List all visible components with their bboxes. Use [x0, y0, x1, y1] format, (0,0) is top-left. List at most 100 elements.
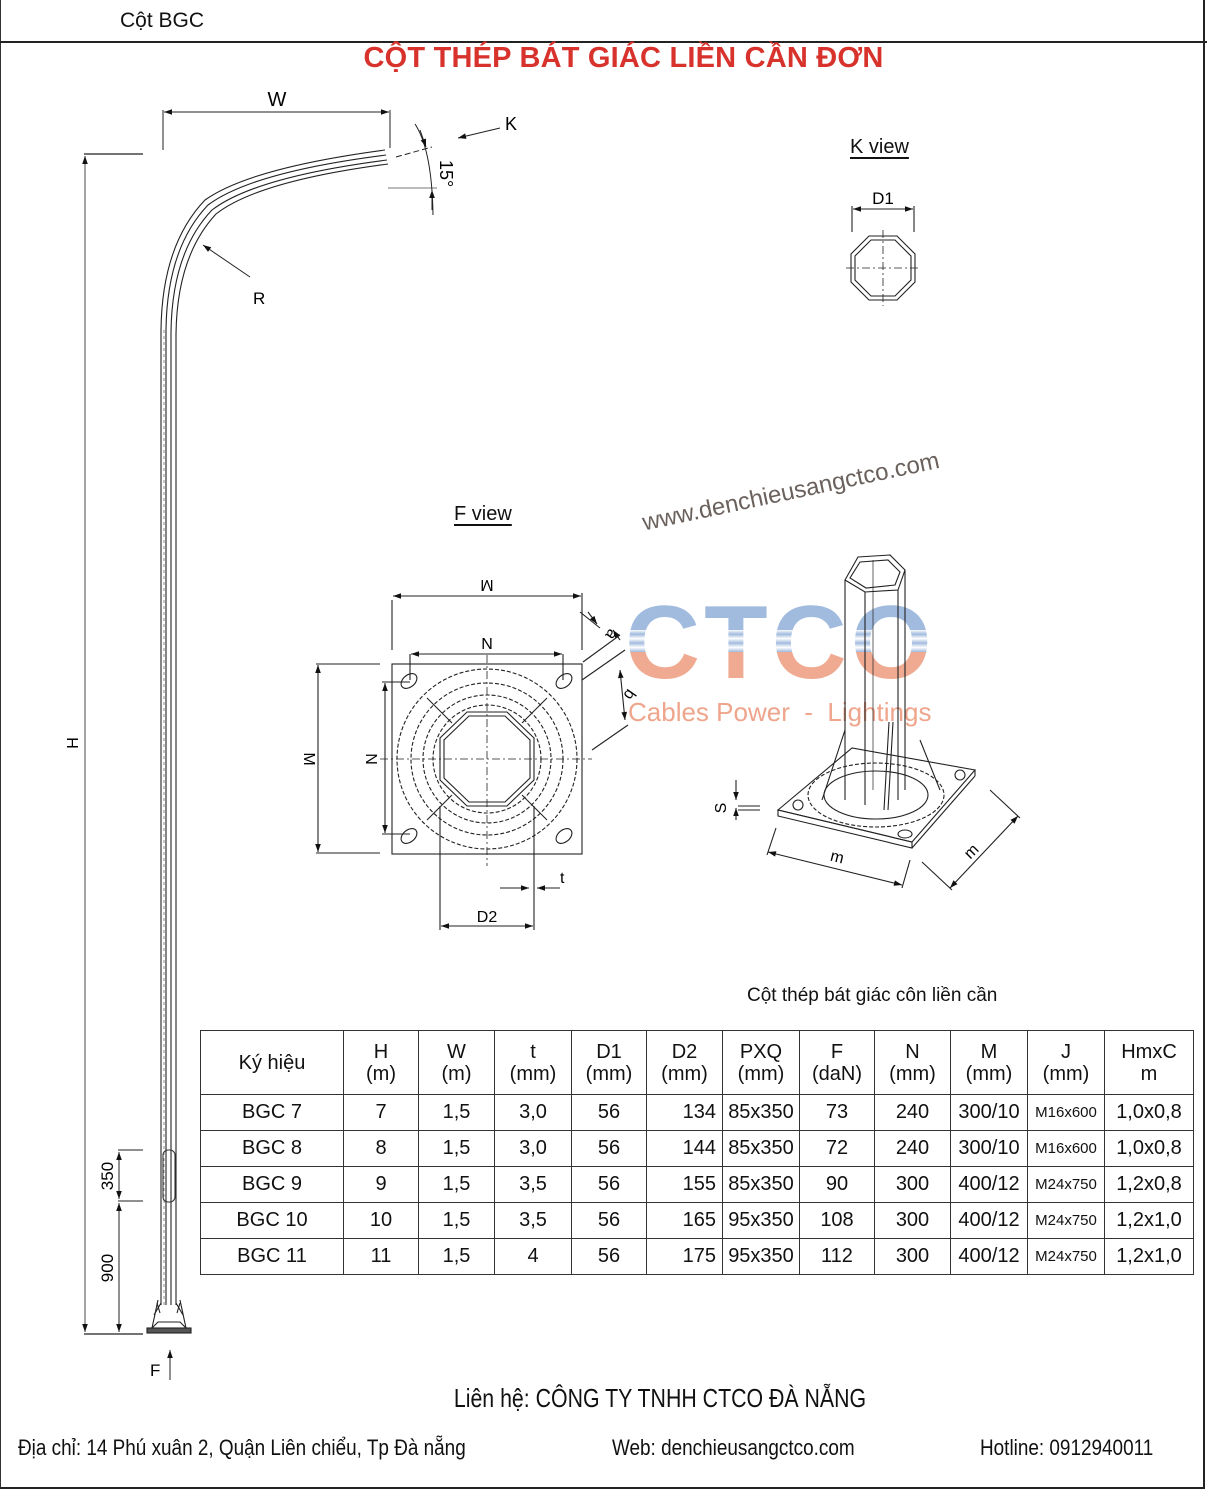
- k-view-octagon: [846, 206, 920, 306]
- cell: 144: [646, 1130, 723, 1167]
- cell: 1,2x0,8: [1104, 1166, 1194, 1203]
- cell: 108: [799, 1202, 875, 1239]
- iso-m2-label: m: [961, 841, 982, 862]
- cell: 300/10: [950, 1130, 1028, 1167]
- cell: 400/12: [950, 1202, 1028, 1239]
- page-title: CỘT THÉP BÁT GIÁC LIỀN CẦN ĐƠN: [363, 42, 884, 74]
- k-arrow-label: K: [505, 114, 517, 134]
- cell: 240: [874, 1130, 951, 1167]
- iso-s-label: S: [713, 803, 730, 814]
- cell: 3,0: [494, 1094, 572, 1131]
- table-row: BGC 8 8 1,5 3,0 56 144 85x350 72 240 300…: [200, 1130, 1194, 1167]
- f-view-m-left-label: M: [300, 752, 317, 765]
- cell: 3,5: [494, 1202, 572, 1239]
- cell: 1,2x1,0: [1104, 1202, 1194, 1239]
- f-view-baseplate: [315, 593, 629, 930]
- cell: 90: [799, 1166, 875, 1203]
- cell: 85x350: [722, 1130, 800, 1167]
- header-pxq: PXQ(mm): [722, 1030, 800, 1095]
- pole-side-view: [146, 149, 389, 1334]
- header-m: M(mm): [950, 1030, 1028, 1095]
- cell: 300: [874, 1166, 951, 1203]
- watermark-logo: CTCO: [625, 585, 936, 701]
- header-ky-hieu: Ký hiệu: [200, 1030, 344, 1095]
- table-row: BGC 10 10 1,5 3,5 56 165 95x350 108 300 …: [200, 1202, 1194, 1239]
- dim-W-label: W: [268, 89, 287, 111]
- f-view-b-label: b: [620, 686, 639, 703]
- footer-hotline[interactable]: Hotline: 0912940011: [980, 1435, 1154, 1460]
- cell: 95x350: [722, 1202, 800, 1239]
- table-row: BGC 7 7 1,5 3,0 56 134 85x350 73 240 300…: [200, 1094, 1194, 1131]
- iso-m1-label: m: [829, 848, 846, 868]
- cell: M16x600: [1027, 1130, 1105, 1167]
- header-d2: D2(mm): [646, 1030, 723, 1095]
- cell: 73: [799, 1094, 875, 1131]
- cell: 9: [343, 1166, 419, 1203]
- cell: M16x600: [1027, 1094, 1105, 1131]
- cell-model: BGC 11: [200, 1238, 344, 1275]
- cell: 1,0x0,8: [1104, 1094, 1194, 1131]
- cell-model: BGC 8: [200, 1130, 344, 1167]
- footer-address: Địa chỉ: 14 Phú xuân 2, Quận Liên chiểu,…: [18, 1435, 466, 1460]
- cell: 1,5: [418, 1166, 495, 1203]
- cell-model: BGC 9: [200, 1166, 344, 1203]
- dim-350-label: 350: [98, 1162, 117, 1190]
- iso-view-base: [733, 554, 1021, 891]
- watermark-tagline: Cables Power - Lightings: [628, 697, 932, 727]
- cell: 7: [343, 1094, 419, 1131]
- cell: M24x750: [1027, 1166, 1105, 1203]
- cell: 56: [571, 1166, 647, 1203]
- f-view-m-top-label: M: [480, 576, 493, 593]
- cell: 3,0: [494, 1130, 572, 1167]
- cell: 11: [343, 1238, 419, 1275]
- cell: 300: [874, 1202, 951, 1239]
- footer-web[interactable]: Web: denchieusangctco.com: [612, 1435, 855, 1460]
- cell: 112: [799, 1238, 875, 1275]
- f-view-n-left-label: N: [362, 753, 379, 765]
- header-h: H(m): [343, 1030, 419, 1095]
- cell: 400/12: [950, 1238, 1028, 1275]
- dim-W: [162, 109, 391, 150]
- cell: 56: [571, 1202, 647, 1239]
- cell: 56: [571, 1094, 647, 1131]
- f-view-d2-label: D2: [477, 909, 498, 926]
- dim-H-label: H: [65, 737, 82, 749]
- cell: 3,5: [494, 1166, 572, 1203]
- cell: 56: [571, 1130, 647, 1167]
- f-arrow-label: F: [150, 1361, 160, 1380]
- header-n: N(mm): [874, 1030, 951, 1095]
- spec-table: Ký hiệu H(m) W(m) t(mm) D1(mm) D2(mm) PX…: [200, 1030, 1194, 1275]
- contact-line: Liên hệ: CÔNG TY TNHH CTCO ĐÀ NẴNG: [453, 1383, 867, 1413]
- radius-arrow-icon: [202, 244, 251, 278]
- cell: 300/10: [950, 1094, 1028, 1131]
- cell: 85x350: [722, 1166, 800, 1203]
- k-view-title: K view: [850, 136, 909, 158]
- angle-label: 15°: [436, 160, 456, 187]
- cell: 1,0x0,8: [1104, 1130, 1194, 1167]
- cell: 1,5: [418, 1130, 495, 1167]
- cell: 85x350: [722, 1094, 800, 1131]
- cell: M24x750: [1027, 1202, 1105, 1239]
- cell: 1,5: [418, 1202, 495, 1239]
- f-view-title: F view: [454, 503, 512, 525]
- table-header-row: Ký hiệu H(m) W(m) t(mm) D1(mm) D2(mm) PX…: [200, 1030, 1194, 1095]
- cell-model: BGC 10: [200, 1202, 344, 1239]
- f-view-a-label: a: [602, 626, 621, 643]
- dim-350-900: [116, 1149, 143, 1332]
- cell: 4: [494, 1238, 572, 1275]
- dim-900-label: 900: [98, 1254, 117, 1282]
- cell: 95x350: [722, 1238, 800, 1275]
- table-row: BGC 9 9 1,5 3,5 56 155 85x350 90 300 400…: [200, 1166, 1194, 1203]
- cell: 134: [646, 1094, 723, 1131]
- angle-15-dim: [388, 123, 437, 216]
- cell: 240: [874, 1094, 951, 1131]
- cell: 400/12: [950, 1166, 1028, 1203]
- cell: 300: [874, 1238, 951, 1275]
- dim-R-label: R: [253, 289, 265, 308]
- header-f: F(daN): [799, 1030, 875, 1095]
- f-view-n-top-label: N: [481, 636, 493, 653]
- cell: 165: [646, 1202, 723, 1239]
- f-view-t-label: t: [560, 870, 565, 887]
